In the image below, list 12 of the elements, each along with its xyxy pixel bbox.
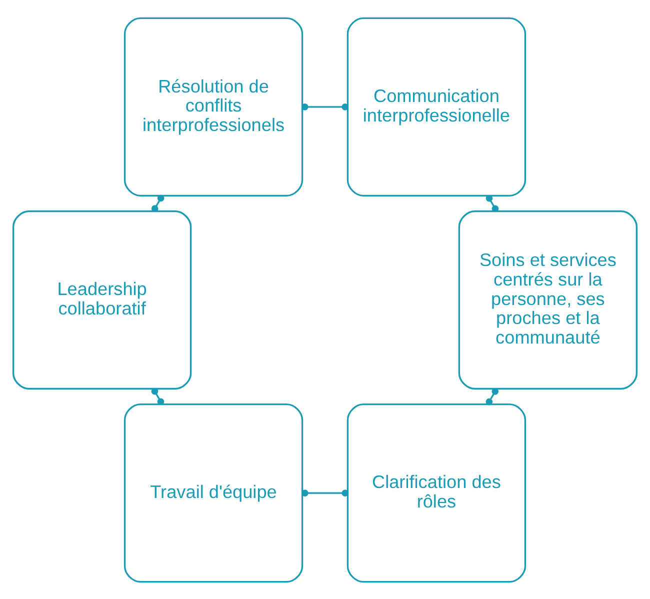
node-box: Communication interprofessionelle [346,16,526,196]
connector [302,489,349,496]
connector [151,387,164,405]
node-box: Leadership collaboratif [12,210,192,390]
connector [151,194,164,212]
connector [301,103,348,110]
connector [486,388,499,405]
node-box: Travail d'équipe [124,402,304,582]
node-box: Clarification des rôles [346,402,526,582]
connector [486,194,499,212]
node-box: Résolution de conflits interprofessionels [124,16,304,196]
node-box: Soins et services centrés sur la personne, ses proches et la communauté [458,210,638,390]
